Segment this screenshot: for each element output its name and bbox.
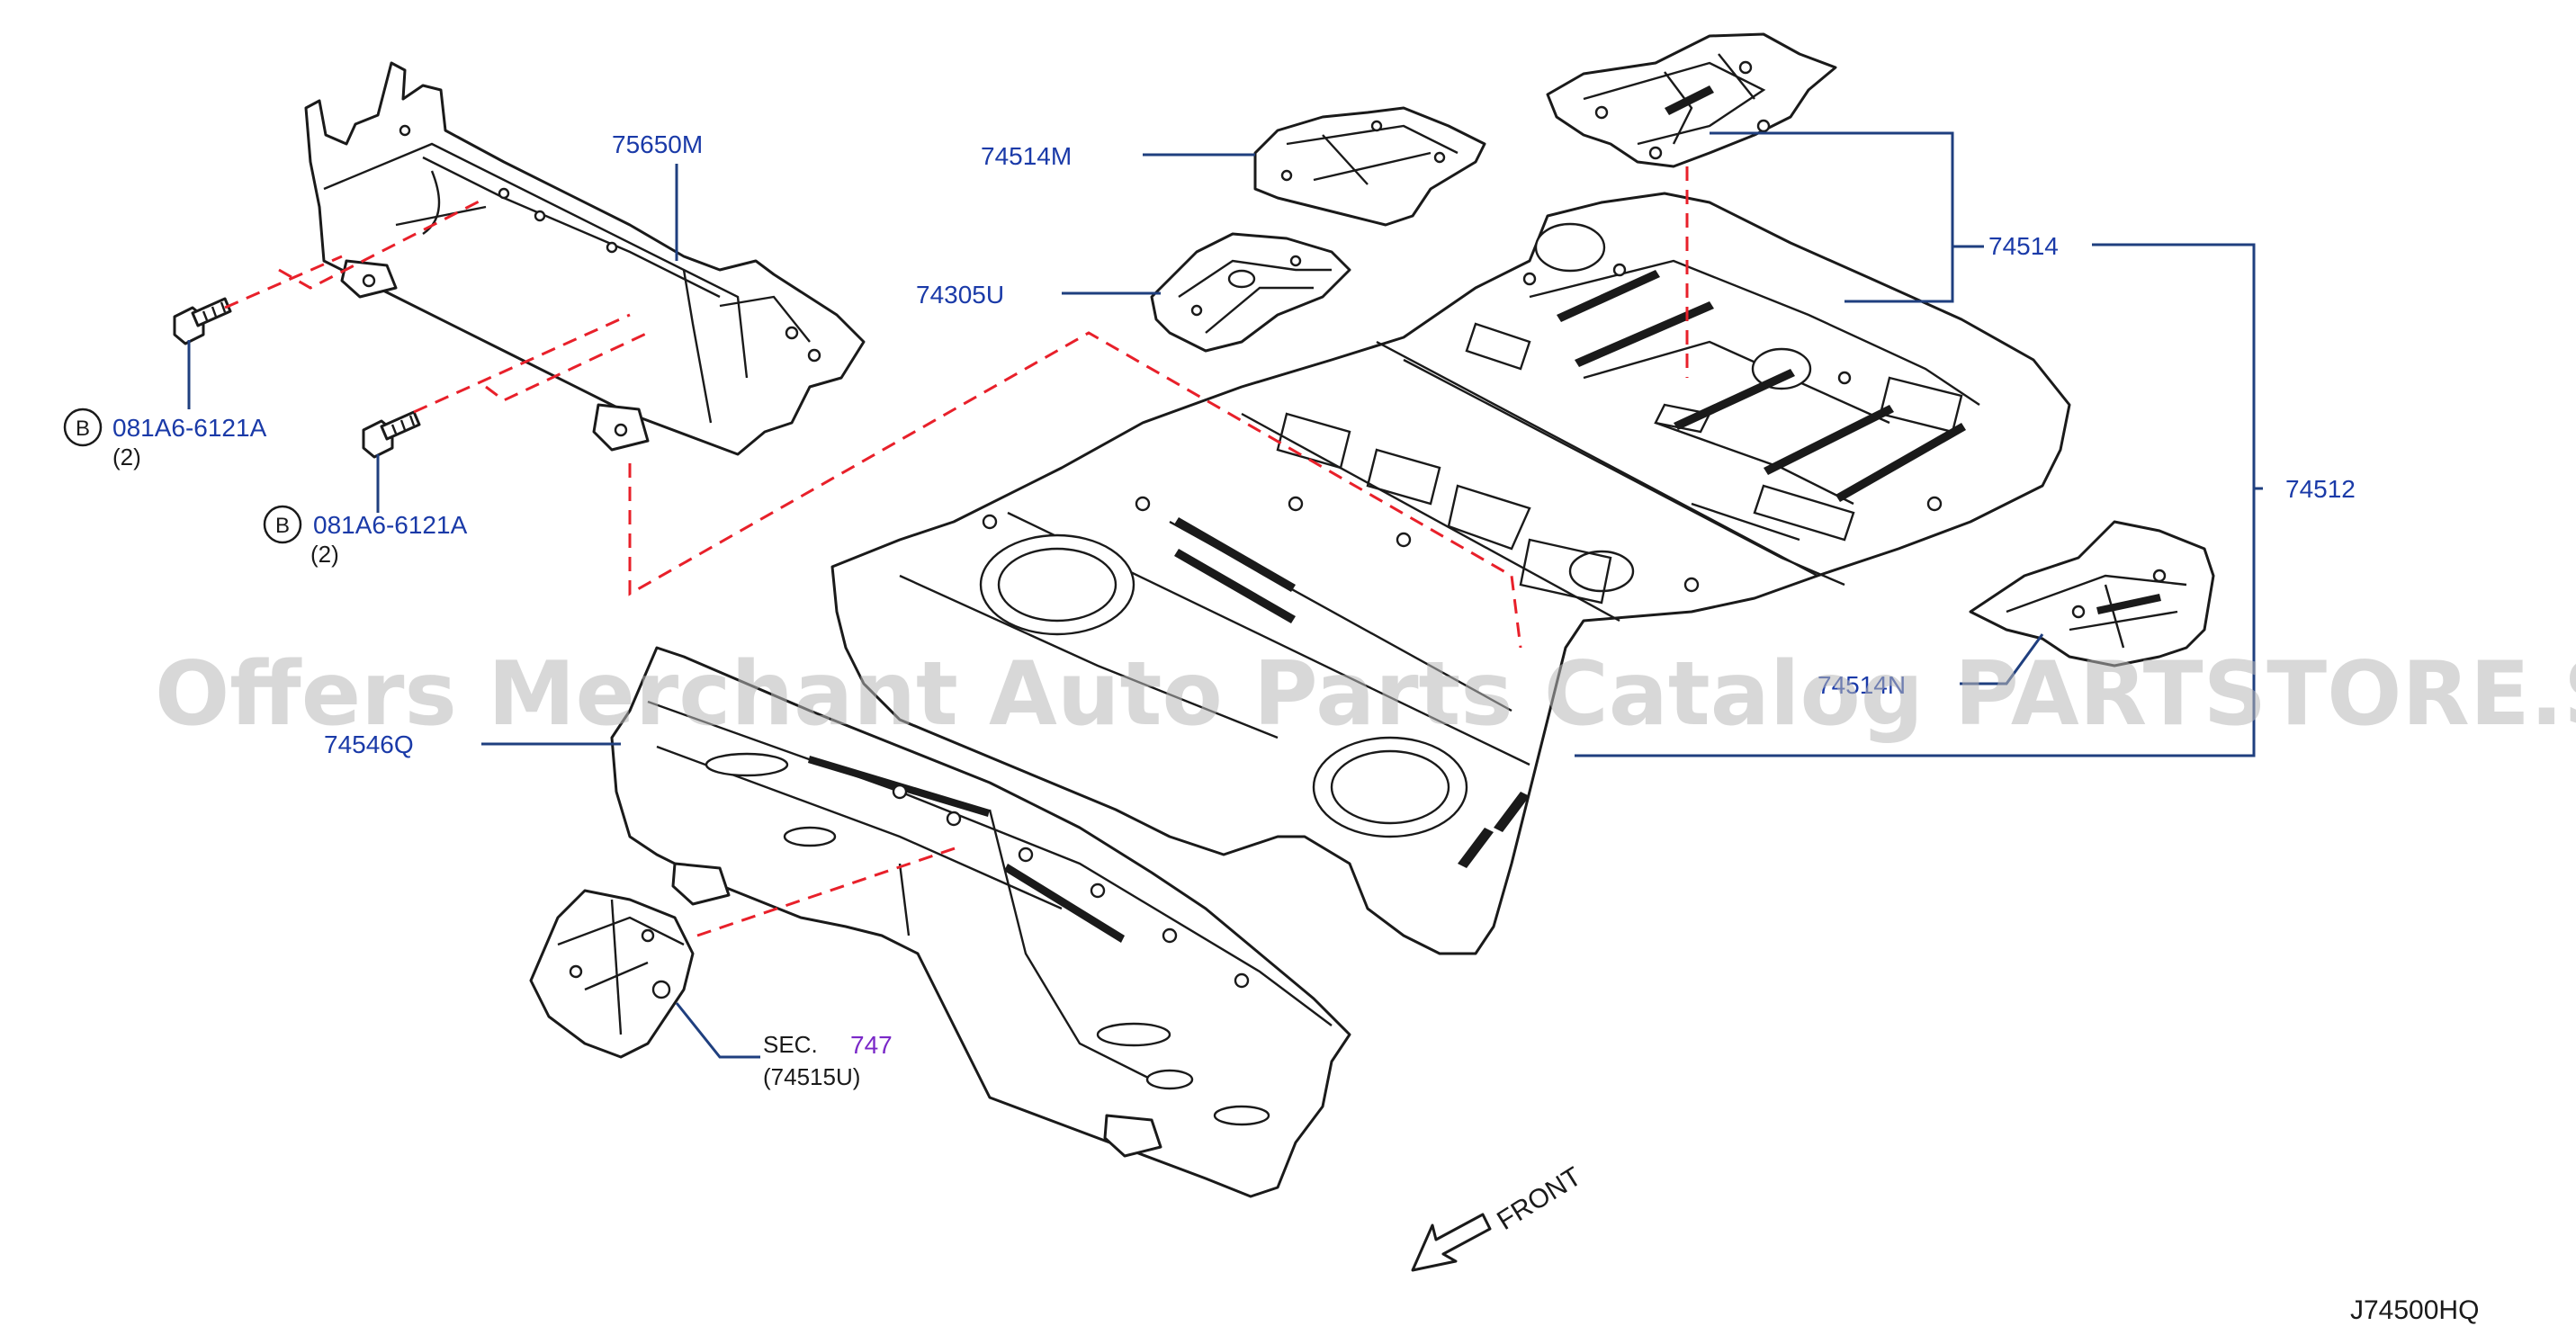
label-74514M: 74514M [981, 142, 1072, 170]
label-74546Q: 74546Q [324, 730, 414, 758]
label-sec-prefix: SEC. [763, 1031, 818, 1058]
part-74305U-bracket[interactable] [1150, 232, 1351, 353]
part-74515U-bracket[interactable] [529, 889, 695, 1059]
bolt-marker-b-upper-text: B [76, 417, 90, 441]
bolt-marker-b-upper [63, 408, 103, 447]
part-74512-rear-floor[interactable] [830, 192, 2071, 955]
bolt-callout-upper: B 081A6-6121A (2) [63, 408, 267, 470]
part-75650M-cross-member[interactable] [304, 61, 866, 456]
label-74512: 74512 [2285, 475, 2356, 503]
bolt-icon-upper[interactable] [173, 297, 232, 345]
bolt-marker-b-lower [263, 505, 302, 544]
front-direction-indicator: FRONT [1411, 1161, 1586, 1272]
bolt-callout-lower: B 081A6-6121A (2) [263, 505, 468, 568]
label-bolt-lower-qty: (2) [310, 541, 339, 568]
part-74546Q-cross-member[interactable] [610, 646, 1351, 1198]
bolt-marker-b-lower-text: B [275, 514, 290, 538]
label-bolt-upper-qty: (2) [112, 444, 141, 470]
part-74514N-bracket[interactable] [1969, 520, 2215, 668]
front-label: FRONT [1492, 1161, 1586, 1236]
leader-lines [187, 131, 2263, 1059]
part-74514M-bracket[interactable] [1253, 106, 1486, 227]
label-bolt-lower: 081A6-6121A [313, 511, 468, 539]
label-74514: 74514 [1988, 232, 2059, 260]
watermark-text: Offers Merchant Auto Parts Catalog PARTS… [155, 643, 2576, 746]
label-74305U: 74305U [916, 281, 1004, 309]
diagram-code: J74500HQ [2350, 1295, 2479, 1325]
bolt-icon-lower[interactable] [362, 410, 421, 459]
label-74514N: 74514N [1818, 671, 1906, 699]
label-sec-part: (74515U) [763, 1063, 860, 1090]
part-74514-floor-reinforcement[interactable] [1546, 32, 1837, 168]
front-arrow-icon [1411, 1213, 1492, 1272]
label-sec-number-link[interactable]: 747 [850, 1031, 893, 1059]
label-bolt-upper: 081A6-6121A [112, 414, 267, 442]
sec-747-callout[interactable]: SEC. 747 (74515U) [763, 1031, 893, 1090]
alignment-lines [224, 166, 1689, 937]
label-75650M: 75650M [612, 130, 703, 158]
